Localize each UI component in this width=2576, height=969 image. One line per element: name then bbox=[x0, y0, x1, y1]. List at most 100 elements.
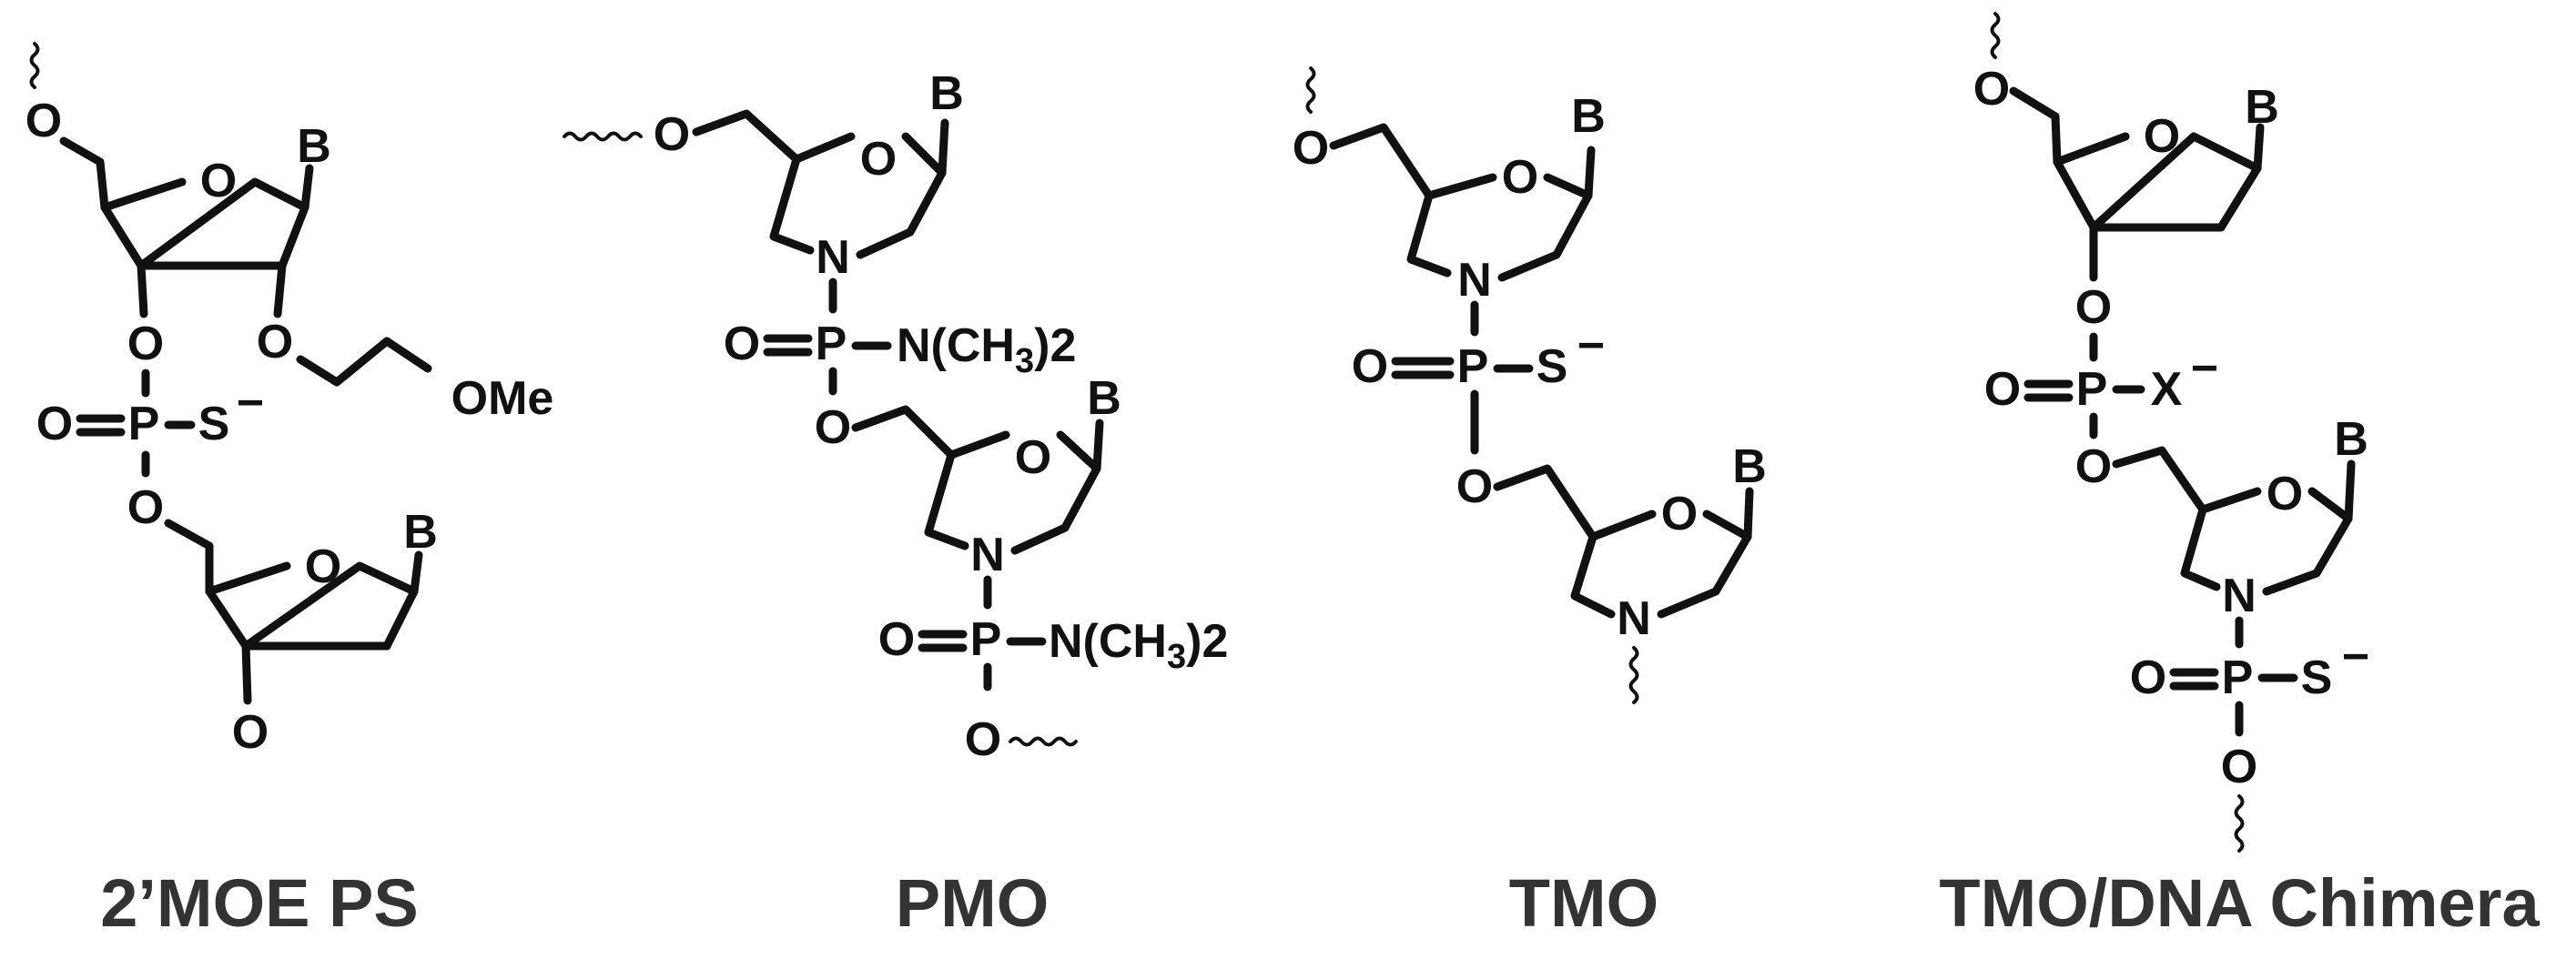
atom-x-chim: X bbox=[2151, 363, 2183, 416]
wavy-bond-tmo-top bbox=[1305, 66, 1316, 114]
atom-o-tmo2: O bbox=[1456, 460, 1493, 513]
atom-b2: B bbox=[403, 506, 438, 559]
atom-o-chim1: O bbox=[1973, 63, 2010, 116]
wavy-bond-left bbox=[563, 131, 643, 142]
bond-c1-base bbox=[300, 164, 314, 212]
charge-minus-x: − bbox=[2191, 342, 2218, 395]
bond-o-c5 bbox=[59, 136, 109, 212]
bond-tmo-o-ch2 bbox=[1329, 123, 1434, 200]
bond-moe-chain bbox=[296, 337, 432, 387]
bond-chim-o-ch2 bbox=[2112, 446, 2207, 514]
ring-tmo-2 bbox=[1570, 510, 1752, 619]
nme2-pmo1-main: N(CH bbox=[897, 319, 1015, 372]
nme2-pmo2-sub: 3 bbox=[1167, 638, 1186, 676]
atom-ring-o-tmo1: O bbox=[1502, 151, 1538, 204]
bond-pmo-c-b1 bbox=[938, 118, 949, 177]
bond-p-o-dbl-chim2 bbox=[2169, 668, 2219, 691]
atom-p-pmo1: P bbox=[816, 318, 847, 370]
structure-tmo: O O B N P O S − O O B N TMO bbox=[1293, 66, 1767, 941]
bond-c4b-c5b bbox=[205, 587, 250, 651]
structure-2moe-ps: O O B O OMe O P O S − O O B O 2’MOE PS bbox=[25, 42, 554, 941]
atom-o-dbl-chim2: O bbox=[2130, 651, 2166, 704]
atom-n-pmo2: N bbox=[970, 529, 1005, 581]
atom-b-chim2: B bbox=[2334, 413, 2368, 466]
atom-ring-o1: O bbox=[200, 155, 237, 207]
atom-p1: P bbox=[128, 398, 160, 450]
atom-n-tmo1: N bbox=[1457, 254, 1492, 307]
bond-pmo-o-ch2-2 bbox=[851, 405, 956, 459]
wavy-bond-top bbox=[29, 42, 40, 89]
atom-ring-o-chim1: O bbox=[2144, 110, 2180, 163]
bond-c4-ring bbox=[100, 203, 146, 270]
ring-lower-deoxyribose bbox=[205, 561, 419, 651]
atom-o-chim3: O bbox=[2075, 281, 2112, 334]
charge-minus-s-chim: − bbox=[2342, 631, 2369, 683]
bond-tmo-o-ch2-2 bbox=[1493, 464, 1597, 541]
atom-b1: B bbox=[297, 120, 331, 173]
atom-nme2-pmo2: N(CH3)2 bbox=[1049, 615, 1228, 676]
atom-b-tmo1: B bbox=[1571, 90, 1606, 143]
atom-ring-o-pmo2: O bbox=[1015, 431, 1051, 484]
caption-pmo: PMO bbox=[896, 865, 1050, 941]
bond-p-o-dbl-pmo2 bbox=[918, 630, 968, 652]
nme2-pmo2-paren: )2 bbox=[1186, 615, 1228, 668]
atom-b-pmo1: B bbox=[929, 67, 964, 120]
nme2-pmo2-main: N(CH bbox=[1049, 615, 1167, 668]
atom-o-pmo2: O bbox=[815, 401, 851, 454]
ring-chimera-morpholino bbox=[2180, 487, 2353, 596]
bond-c3b-o bbox=[241, 641, 252, 705]
atom-o-pmo1: O bbox=[654, 108, 690, 161]
bond-pmo-o-ch2 bbox=[692, 109, 801, 164]
caption-tmo: TMO bbox=[1509, 865, 1658, 941]
bond-tmo-c-b1 bbox=[1584, 146, 1596, 200]
atom-p-chim1: P bbox=[2076, 363, 2108, 416]
wavy-bond-chimera-top bbox=[1990, 12, 2001, 59]
atom-o-tmo1: O bbox=[1293, 122, 1329, 175]
atom-o-double: O bbox=[36, 398, 73, 450]
bond-p-o-double bbox=[76, 414, 126, 437]
structure-pmo: O O B N P O N(CH3)2 O O B N P O N(CH3)2 bbox=[563, 67, 1228, 941]
bond-c3-o bbox=[137, 261, 148, 318]
ring-chimera-deoxyribose bbox=[2053, 132, 2262, 232]
bond-p-o-dbl-tmo bbox=[1391, 357, 1455, 379]
atom-o-dbl-pmo2: O bbox=[878, 613, 915, 666]
charge-minus-tmo: − bbox=[1577, 319, 1605, 372]
atom-n-tmo2: N bbox=[1617, 592, 1651, 645]
bond-tmo-c-b2 bbox=[1743, 487, 1754, 541]
atom-ring-o2: O bbox=[305, 540, 341, 593]
atom-o5b: O bbox=[127, 481, 164, 534]
atom-p-pmo2: P bbox=[970, 613, 1002, 666]
atom-n-chim: N bbox=[2222, 570, 2257, 622]
atom-o3b: O bbox=[232, 706, 269, 759]
wavy-bond-right bbox=[1009, 736, 1078, 747]
atom-p-chim2: P bbox=[2222, 651, 2254, 704]
atom-o-pmo3: O bbox=[965, 713, 1001, 766]
bond-chim-c4-c5 bbox=[2053, 157, 2098, 232]
atom-o-chim4: O bbox=[2075, 440, 2112, 493]
atom-ome: OMe bbox=[451, 372, 554, 425]
ring-morpholino-1 bbox=[769, 132, 947, 259]
bond-chim-o-c5 bbox=[2009, 86, 2062, 167]
atom-s1: S bbox=[198, 398, 230, 450]
atom-b-tmo2: B bbox=[1732, 440, 1767, 493]
bond-c1b-base bbox=[410, 550, 423, 596]
bond-chim-c-b2 bbox=[2344, 459, 2356, 523]
bond-p-o-dbl-chim1 bbox=[2023, 379, 2074, 402]
ring-morpholino-2 bbox=[924, 430, 1101, 555]
atom-b-chim1: B bbox=[2245, 81, 2279, 134]
nme2-pmo1-sub: 3 bbox=[1015, 342, 1034, 380]
atom-p-tmo: P bbox=[1457, 340, 1489, 393]
wavy-bond-chimera-bottom bbox=[2234, 794, 2245, 853]
bond-c2-o bbox=[273, 261, 287, 318]
atom-b-pmo2: B bbox=[1087, 372, 1121, 425]
atom-o-dbl-chim1: O bbox=[1984, 363, 2021, 416]
atom-o5: O bbox=[25, 95, 62, 147]
atom-s-tmo: S bbox=[1536, 340, 1568, 393]
ring-tmo-1 bbox=[1406, 173, 1593, 282]
atom-n-pmo1: N bbox=[816, 231, 850, 284]
atom-ring-o-chim2: O bbox=[2267, 468, 2303, 520]
charge-minus-1: − bbox=[237, 377, 264, 429]
bond-chim-c1-b bbox=[2253, 123, 2265, 173]
atom-o2: O bbox=[257, 316, 293, 368]
atom-s-chim: S bbox=[2301, 651, 2333, 704]
